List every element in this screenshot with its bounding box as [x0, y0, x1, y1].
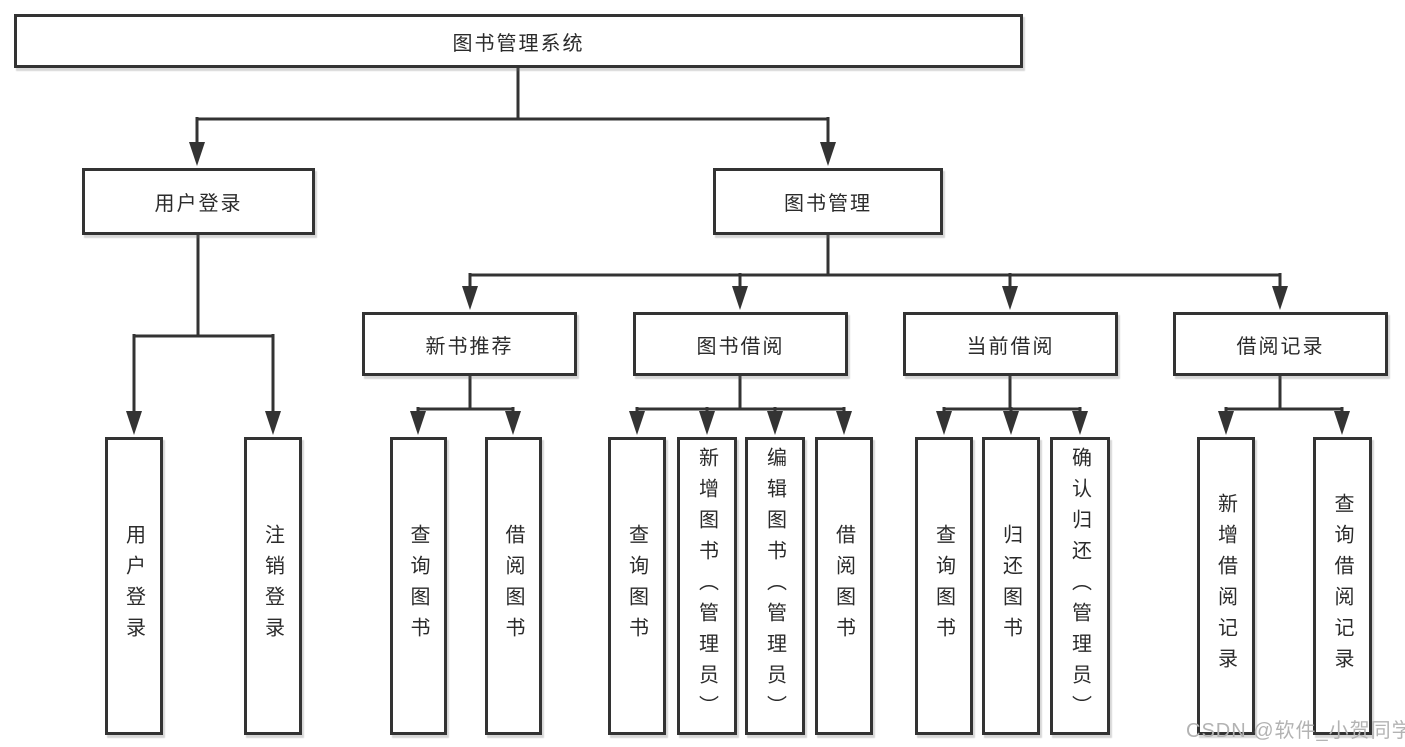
leaf-query-books-recommend-label: 查询图书 — [407, 524, 429, 648]
leaf-query-books-current-label: 查询图书 — [932, 524, 955, 648]
arrowhead-down-icon — [936, 411, 952, 435]
leaf-query-books-current: 查询图书 — [915, 437, 973, 735]
leaf-add-books-admin-label: 新增图书（管理员） — [695, 446, 718, 726]
leaf-edit-books-admin: 编辑图书（管理员） — [745, 437, 805, 735]
leaf-query-borrow-record: 查询借阅记录 — [1313, 437, 1372, 735]
leaf-return-books: 归还图书 — [982, 437, 1040, 735]
node-current-borrowing: 当前借阅 — [903, 312, 1118, 376]
leaf-query-books-borrow-label: 查询图书 — [625, 524, 648, 648]
node-book-borrowing: 图书借阅 — [633, 312, 848, 376]
arrowhead-down-icon — [265, 411, 281, 435]
arrowhead-down-icon — [767, 411, 783, 435]
leaf-borrow-books-recommend-label: 借阅图书 — [502, 524, 524, 648]
leaf-borrow-books-recommend: 借阅图书 — [485, 437, 542, 735]
node-user-login-branch-label: 用户登录 — [154, 193, 243, 215]
leaf-user-login: 用户登录 — [105, 437, 163, 735]
arrowhead-down-icon — [1272, 286, 1288, 310]
arrowhead-down-icon — [189, 142, 205, 166]
leaf-borrow-books-label: 借阅图书 — [832, 524, 855, 648]
arrowhead-down-icon — [820, 142, 836, 166]
leaf-add-books-admin: 新增图书（管理员） — [677, 437, 737, 735]
node-user-login-branch: 用户登录 — [82, 168, 315, 235]
node-new-book-recommendation-label: 新书推荐 — [425, 335, 514, 358]
node-borrowing-records: 借阅记录 — [1173, 312, 1388, 376]
leaf-query-books-recommend: 查询图书 — [390, 437, 447, 735]
leaf-return-books-label: 归还图书 — [999, 524, 1022, 648]
leaf-logout: 注销登录 — [244, 437, 302, 735]
leaf-logout-label: 注销登录 — [261, 524, 284, 648]
node-current-borrowing-label: 当前借阅 — [966, 335, 1055, 358]
leaf-confirm-return-admin: 确认归还（管理员） — [1050, 437, 1110, 735]
leaf-edit-books-admin-label: 编辑图书（管理员） — [763, 446, 786, 726]
node-library-system-label: 图书管理系统 — [452, 32, 585, 55]
arrowhead-down-icon — [462, 286, 478, 310]
node-borrowing-records-label: 借阅记录 — [1236, 335, 1325, 358]
arrowhead-down-icon — [505, 411, 521, 435]
arrowhead-down-icon — [1003, 411, 1019, 435]
arrowhead-down-icon — [732, 286, 748, 310]
arrowhead-down-icon — [1072, 411, 1088, 435]
arrowhead-down-icon — [699, 411, 715, 435]
csdn-watermark: CSDN @软件_小贺同学 — [1186, 720, 1405, 742]
node-new-book-recommendation: 新书推荐 — [362, 312, 577, 376]
arrowhead-down-icon — [836, 411, 852, 435]
arrowhead-down-icon — [126, 411, 142, 435]
leaf-query-borrow-record-label: 查询借阅记录 — [1331, 493, 1353, 679]
leaf-add-borrow-record: 新增借阅记录 — [1197, 437, 1255, 735]
leaf-user-login-label: 用户登录 — [122, 524, 145, 648]
arrowhead-down-icon — [410, 411, 426, 435]
leaf-confirm-return-admin-label: 确认归还（管理员） — [1068, 446, 1091, 726]
arrowhead-down-icon — [1002, 286, 1018, 310]
leaf-borrow-books: 借阅图书 — [815, 437, 873, 735]
arrowhead-down-icon — [1334, 411, 1350, 435]
leaf-add-borrow-record-label: 新增借阅记录 — [1214, 493, 1237, 679]
arrowhead-down-icon — [629, 411, 645, 435]
leaf-query-books-borrow: 查询图书 — [608, 437, 666, 735]
node-book-management-branch-label: 图书管理 — [784, 193, 872, 215]
node-book-borrowing-label: 图书借阅 — [696, 335, 785, 358]
node-library-system: 图书管理系统 — [14, 14, 1023, 68]
arrowhead-down-icon — [1218, 411, 1234, 435]
node-book-management-branch: 图书管理 — [713, 168, 943, 235]
